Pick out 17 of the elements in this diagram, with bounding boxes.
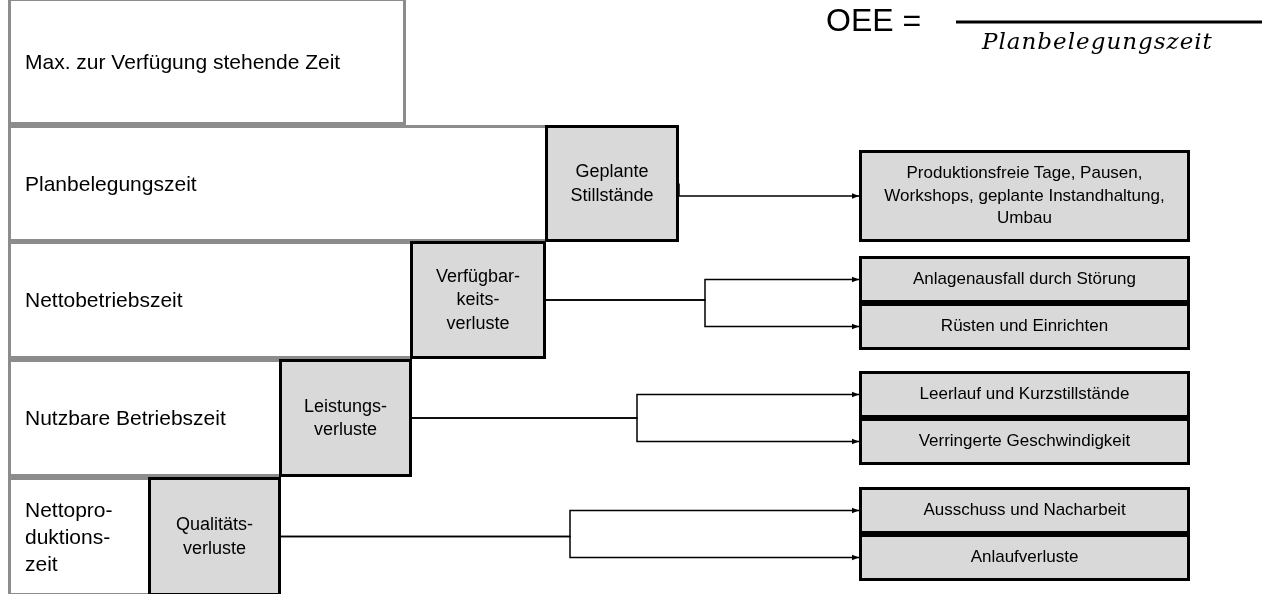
- arrow: [280, 535, 860, 561]
- formula-text: OEE =: [826, 2, 922, 39]
- loss-box: Geplante Stillstände: [545, 125, 679, 242]
- loss-box: Leistungs- verluste: [279, 359, 412, 477]
- cause-box: Ausschuss und Nacharbeit: [859, 487, 1190, 534]
- cause-box: Produktionsfreie Tage, Pausen, Workshops, geplante Instandhaltung, Umbau: [859, 150, 1190, 242]
- loss-box: Verfügbar- keits- verluste: [410, 241, 546, 359]
- loss-box: Qualitäts- verluste: [148, 477, 281, 594]
- arrow: [545, 299, 860, 330]
- arrow: [411, 417, 860, 445]
- cause-box: Rüsten und Einrichten: [859, 303, 1190, 350]
- cause-box: Anlaufverluste: [859, 534, 1190, 581]
- cause-box: Anlagenausfall durch Störung: [859, 256, 1190, 303]
- formula-denominator: Planbelegungszeit: [982, 28, 1213, 54]
- time-row: Max. zur Verfügung stehende Zeit: [8, 0, 406, 125]
- cause-box: Leerlauf und Kurzstillstände: [859, 371, 1190, 418]
- cause-box: Verringerte Geschwindigkeit: [859, 418, 1190, 465]
